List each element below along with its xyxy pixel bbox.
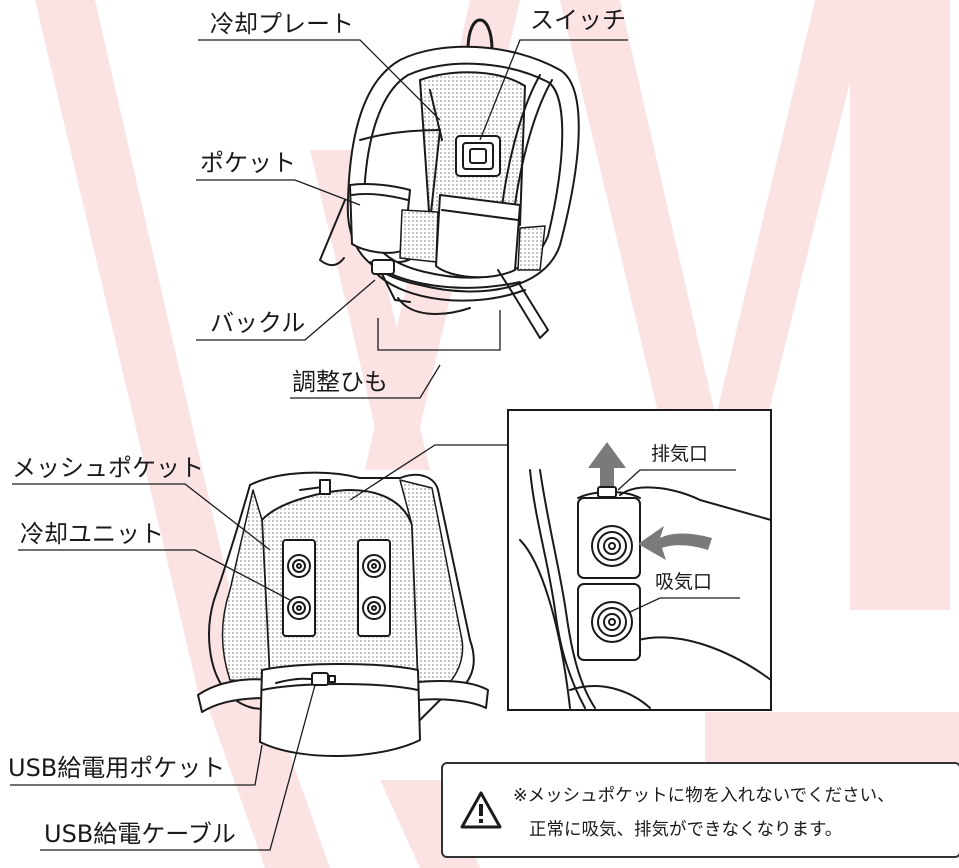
leader-lines-bottom: [10, 444, 508, 851]
warning-line-1: ※メッシュポケットに物を入れないでください、: [513, 786, 895, 806]
label-pocket: ポケット: [200, 149, 296, 177]
label-intake: 吸気口: [655, 571, 713, 593]
backpack-inner-view: [197, 471, 489, 757]
exhaust-arrow-icon: [588, 442, 626, 486]
label-cooling-plate: 冷却プレート: [210, 10, 354, 38]
label-buckle: バックル: [210, 309, 306, 337]
label-exhaust: 排気口: [651, 443, 709, 465]
warning-triangle-icon: [460, 791, 502, 829]
leader-lines-top: [196, 39, 628, 399]
label-mesh-pocket: メッシュポケット: [12, 454, 204, 482]
label-usb-cable: USB給電ケーブル: [44, 820, 236, 848]
label-switch: スイッチ: [530, 6, 626, 34]
cooling-unit-inset: [507, 409, 772, 711]
warning-line-2: 正常に吸気、排気ができなくなります。: [529, 820, 843, 840]
label-cooling-unit: 冷却ユニット: [20, 520, 164, 548]
label-usb-pocket: USB給電用ポケット: [8, 754, 226, 782]
intake-arrow-icon: [638, 526, 712, 560]
label-adjust-strap: 調整ひも: [292, 368, 388, 396]
warning-note: ※メッシュポケットに物を入れないでください、 正常に吸気、排気ができなくなります…: [441, 762, 959, 858]
backpack-back-view: [319, 18, 580, 339]
